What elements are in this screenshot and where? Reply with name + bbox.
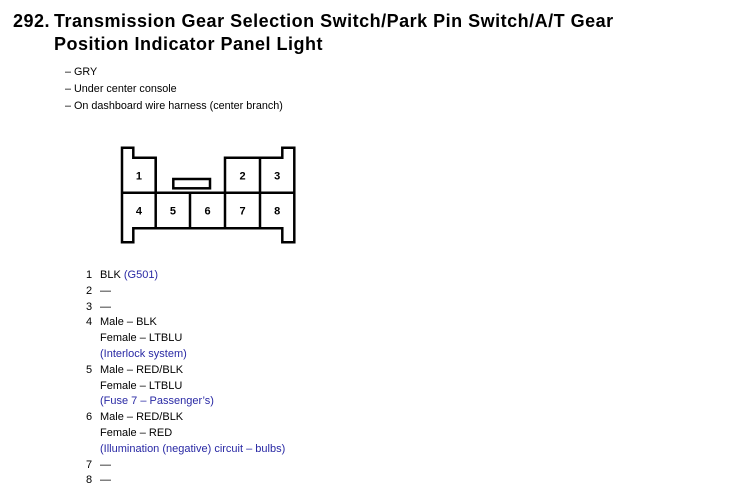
cavity-number: 1 [136,171,142,183]
pin-row: 2 — [86,284,285,300]
pin-line: — [100,458,111,471]
pin-row: 6 Male – RED/BLK Female – RED (Illuminat… [86,410,285,457]
cavity-number: 4 [136,206,143,218]
pin-description: — [100,300,111,316]
pin-number: 6 [86,411,93,424]
pin-number: 4 [86,316,93,329]
pin-row: 1 BLK (G501) [86,268,285,284]
pin-line: Male – RED/BLK [100,363,184,376]
pin-row: 7 — [86,458,285,474]
pin-description: BLK (G501) [100,268,158,284]
pin-number: 8 [86,474,93,487]
section-title-line2: Position Indicator Panel Light [54,34,324,54]
pin-number: 3 [86,300,93,313]
pin-description: Male – RED/BLK Female – RED (Illuminatio… [100,410,285,457]
pin-row: 4 Male – BLK Female – LTBLU (Interlock s… [86,315,285,362]
pin-row: 3 — [86,300,285,316]
pin-number: 2 [86,284,93,297]
pin-line: Male – BLK [100,316,157,329]
pin-description: Male – BLK Female – LTBLU (Interlock sys… [100,315,187,362]
cavity-number: 6 [204,206,210,218]
pin-line: Female – RED [100,426,173,439]
pin-row: 5 Male – RED/BLK Female – LTBLU (Fuse 7 … [86,363,285,410]
pin-description: — [100,284,111,300]
section-title: Transmission Gear Selection Switch/Park … [54,10,614,56]
connector-outline [120,146,296,244]
note-wire-color: – GRY [65,66,98,78]
circuit-reference: (G501) [123,269,159,281]
cavity-number: 2 [239,171,245,183]
pin-line: — [100,474,111,487]
pin-row: 8 — [86,473,285,489]
pin-description: Male – RED/BLK Female – LTBLU (Fuse 7 – … [100,363,214,410]
pin-line: BLK (G501) [100,268,158,284]
note-location: – Under center console [65,83,177,96]
pin-description: — [100,458,111,474]
pin-list: 1 BLK (G501) 2 — 3 — 4 Male – BLK Female… [86,268,285,489]
note-harness: – On dashboard wire harness (center bran… [65,100,283,113]
section-title-line1: Transmission Gear Selection Switch/Park … [54,11,614,31]
connector-latch [172,177,212,190]
pin-line: — [100,300,111,313]
circuit-reference: (Interlock system) [100,347,187,360]
circuit-reference: (Illumination (negative) circuit – bulbs… [100,442,286,455]
section-number: 292. [13,11,51,31]
pin-number: 7 [86,458,93,471]
pin-line: Female – LTBLU [100,379,183,392]
cavity-number: 8 [274,206,280,218]
cavity-number: 3 [274,171,280,183]
connector-diagram: 1 2 3 4 5 6 7 8 [120,146,296,244]
pin-number: 1 [86,269,93,281]
connector-notes: – GRY – Under center console – On dashbo… [65,64,283,116]
pin-line: Male – RED/BLK [100,411,184,424]
circuit-reference: (Fuse 7 – Passenger’s) [100,395,214,408]
cavity-number: 5 [170,206,176,218]
cavity-number: 7 [239,206,245,218]
pin-description: — [100,473,111,489]
wire-color: BLK [100,269,124,281]
section-heading: 292. Transmission Gear Selection Switch/… [13,10,614,56]
pin-line: Female – LTBLU [100,332,183,345]
pin-number: 5 [86,363,93,376]
pin-line: — [100,284,111,297]
